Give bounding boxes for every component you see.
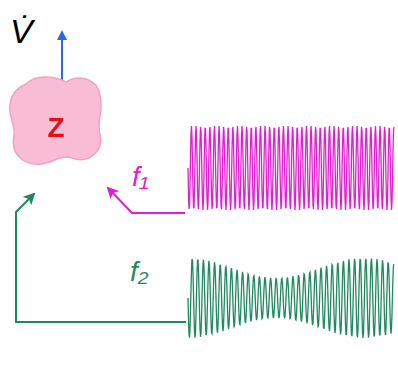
frequency-label: f₂ [130,258,148,286]
impedance-symbol: Z [47,114,64,142]
input-arrow [16,194,186,322]
voltage-rate-label: V̇ [10,14,33,48]
waveform [188,259,394,338]
input-arrow [108,188,185,213]
output-arrow [61,32,63,82]
impedance-blob: Z [6,70,106,166]
frequency-label: f₁ [132,163,149,191]
waveform [188,126,394,210]
